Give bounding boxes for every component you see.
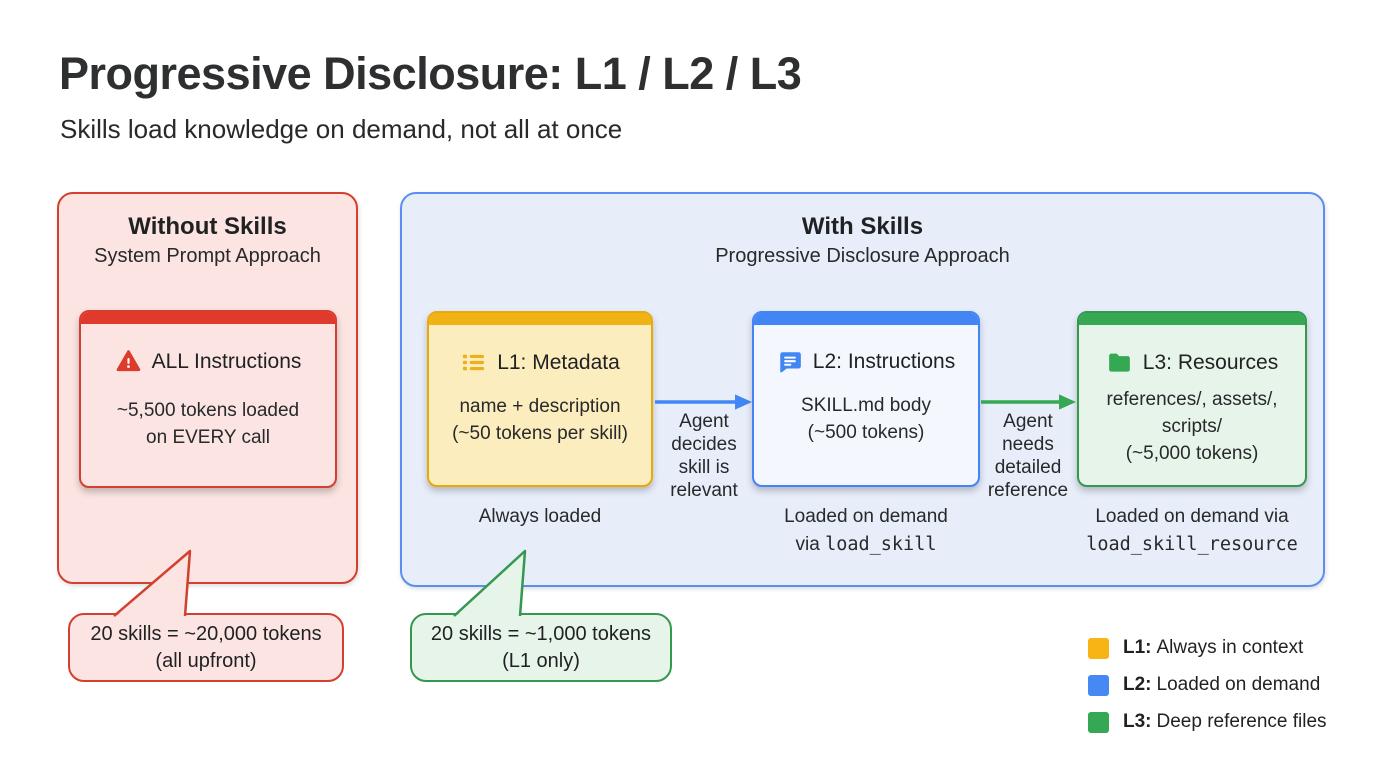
legend-row-l2: L2:Loaded on demand [1088, 674, 1327, 696]
panel-without-skills: Without Skills System Prompt Approach AL… [57, 192, 358, 584]
legend-swatch-l1 [1088, 637, 1109, 659]
legend: L1:Always in context L2:Loaded on demand… [1088, 637, 1327, 733]
card-all-instructions-title: ALL Instructions [151, 349, 302, 373]
legend-row-l3: L3:Deep reference files [1088, 711, 1327, 733]
chat-icon [777, 349, 803, 375]
panel-with-skills: With Skills Progressive Disclosure Appro… [400, 192, 1325, 587]
card-l3-topbar [1079, 313, 1305, 325]
callout-with-skills: 20 skills = ~1,000 tokens (L1 only) [410, 613, 672, 682]
card-l2-instructions: L2: Instructions SKILL.md body (~500 tok… [752, 311, 980, 487]
card-l1-body-line: (~50 tokens per skill) [452, 423, 628, 444]
card-all-instructions-body-line: ~5,500 tokens loaded [116, 400, 300, 421]
card-l1-title: L1: Metadata [497, 350, 620, 374]
folder-icon [1106, 349, 1133, 376]
load-skill-code: load_skill [825, 534, 937, 555]
arrow-l1-to-l2 [655, 394, 752, 410]
legend-label-l3: Deep reference files [1156, 711, 1327, 732]
legend-key-l3: L3: [1123, 711, 1152, 732]
legend-key-l2: L2: [1123, 674, 1152, 695]
card-l1-body-line: name + description [459, 396, 621, 417]
card-all-instructions-body-line: on EVERY call [146, 427, 270, 448]
legend-swatch-l3 [1088, 711, 1109, 733]
legend-row-l1: L1:Always in context [1088, 637, 1327, 659]
legend-swatch-l2 [1088, 674, 1109, 696]
caption-l3: Loaded on demand via load_skill_resource [1062, 503, 1322, 559]
callout-without-skills: 20 skills = ~20,000 tokens (all upfront) [68, 613, 344, 682]
card-l2-body-line: SKILL.md body [801, 395, 931, 416]
caption-l2: Loaded on demand via load_skill [784, 506, 948, 555]
card-all-instructions-topbar [81, 312, 335, 324]
card-l3-body-line: scripts/ [1161, 416, 1223, 437]
callout-tail-green [453, 549, 527, 618]
panel-with-skills-subtitle: Progressive Disclosure Approach [715, 245, 1010, 267]
card-l2-body-line: (~500 tokens) [807, 422, 925, 443]
panel-without-skills-header: Without Skills System Prompt Approach [59, 213, 356, 268]
load-skill-resource-code: load_skill_resource [1086, 534, 1298, 555]
card-l3-resources: L3: Resources references/, assets/, scri… [1077, 311, 1307, 487]
caption-l1: Always loaded [478, 506, 602, 527]
panel-with-skills-header: With Skills Progressive Disclosure Appro… [402, 213, 1323, 268]
legend-label-l1: Always in context [1156, 637, 1304, 658]
arrow-l2-to-l3 [981, 394, 1076, 410]
card-l2-topbar [754, 313, 978, 325]
legend-label-l2: Loaded on demand [1156, 674, 1321, 695]
panel-with-skills-title: With Skills [801, 213, 924, 240]
arrow-l1-l2-label: Agent decides skill is relevant [670, 411, 738, 501]
arrow-l2-l3-label: Agent needs detailed reference [987, 411, 1069, 501]
warning-icon [115, 348, 142, 375]
panel-without-skills-title: Without Skills [128, 213, 287, 240]
card-l1-topbar [429, 313, 651, 325]
callout-tail-red [113, 549, 192, 618]
page-subtitle: Skills load knowledge on demand, not all… [60, 114, 623, 144]
page-title: Progressive Disclosure: L1 / L2 / L3 [59, 48, 802, 99]
card-l3-body-line: references/, assets/, [1106, 389, 1278, 410]
legend-key-l1: L1: [1123, 637, 1152, 658]
card-all-instructions: ALL Instructions ~5,500 tokens loaded on… [79, 310, 337, 488]
list-icon [460, 349, 487, 376]
card-l3-title: L3: Resources [1142, 350, 1279, 374]
card-l2-title: L2: Instructions [812, 350, 956, 373]
card-l3-body-line: (~5,000 tokens) [1125, 443, 1259, 464]
card-l1-metadata: L1: Metadata name + description (~50 tok… [427, 311, 653, 487]
panel-without-skills-subtitle: System Prompt Approach [94, 245, 321, 267]
